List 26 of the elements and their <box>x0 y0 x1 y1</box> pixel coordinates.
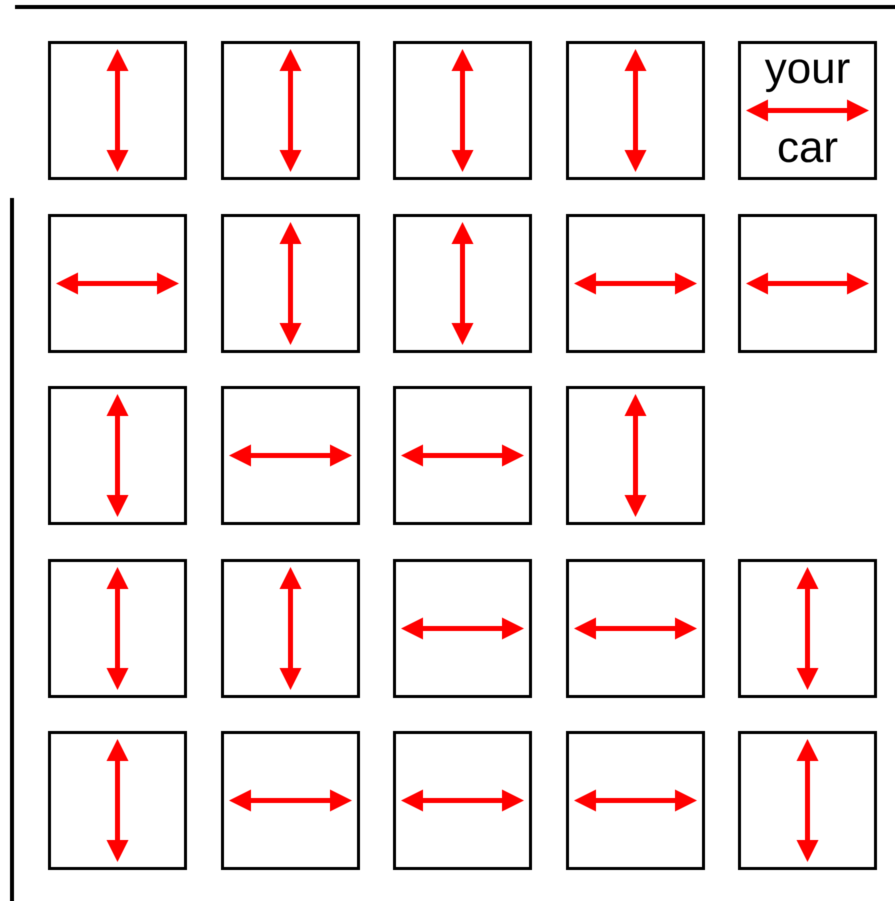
car-box <box>48 731 187 870</box>
car-box <box>738 731 877 870</box>
car-box <box>221 386 360 525</box>
car-box <box>48 559 187 698</box>
car-box <box>221 41 360 180</box>
car-box <box>738 559 877 698</box>
car-label: your <box>764 46 852 92</box>
car-box <box>393 559 532 698</box>
car-box <box>566 214 705 353</box>
car-label: car <box>776 125 840 171</box>
car-box <box>221 559 360 698</box>
car-box <box>393 214 532 353</box>
car-box <box>221 214 360 353</box>
car-box <box>738 41 877 180</box>
car-box <box>566 731 705 870</box>
car-box <box>566 559 705 698</box>
car-box <box>48 214 187 353</box>
car-box <box>393 731 532 870</box>
car-box <box>738 214 877 353</box>
car-box <box>566 41 705 180</box>
car-box <box>221 731 360 870</box>
car-box <box>393 386 532 525</box>
car-box <box>48 386 187 525</box>
car-box <box>566 386 705 525</box>
car-box <box>393 41 532 180</box>
car-box <box>48 41 187 180</box>
